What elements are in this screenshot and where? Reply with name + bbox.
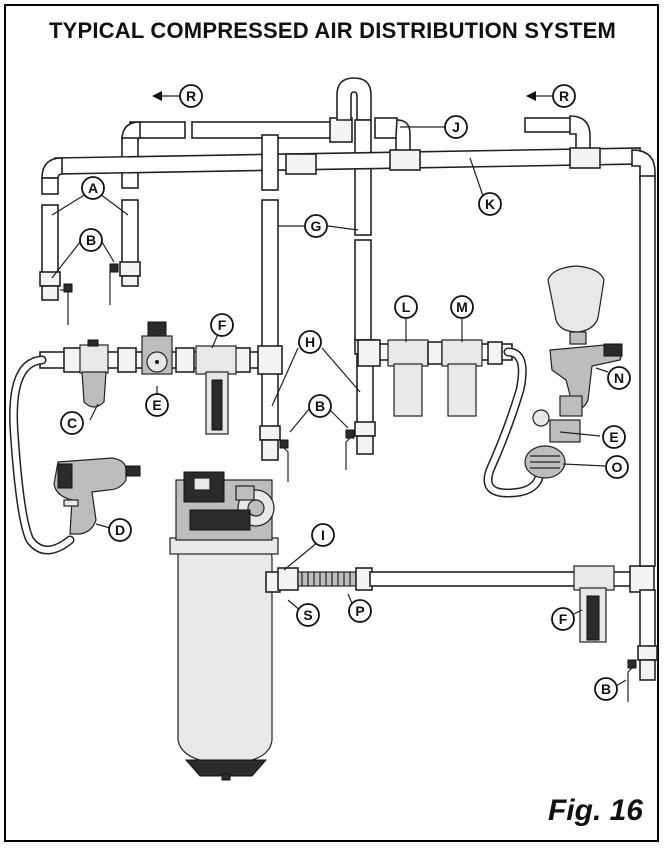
right-lm-branch bbox=[357, 339, 513, 417]
bottom-feed-line bbox=[277, 565, 655, 643]
callout-g: G bbox=[304, 214, 328, 238]
callout-p: P bbox=[348, 599, 372, 623]
svg-text:B: B bbox=[315, 398, 325, 414]
callout-j: J bbox=[444, 115, 468, 139]
spray-gun bbox=[524, 265, 623, 479]
callout-i: I bbox=[311, 523, 335, 547]
callout-n: N bbox=[607, 366, 631, 390]
svg-text:F: F bbox=[559, 611, 568, 627]
svg-text:J: J bbox=[452, 119, 460, 135]
svg-text:P: P bbox=[355, 603, 364, 619]
svg-text:E: E bbox=[609, 429, 618, 445]
left-arrow-icon bbox=[526, 91, 536, 101]
figure-frame bbox=[4, 4, 659, 842]
svg-text:H: H bbox=[305, 334, 315, 350]
svg-text:E: E bbox=[152, 397, 161, 413]
callout-r-right: R bbox=[552, 84, 576, 108]
impact-wrench bbox=[53, 457, 141, 535]
callout-h: H bbox=[298, 330, 322, 354]
svg-text:R: R bbox=[186, 88, 196, 104]
callout-l: L bbox=[394, 295, 418, 319]
svg-text:M: M bbox=[456, 299, 468, 315]
air-hoses bbox=[9, 347, 545, 555]
gooseneck-riser bbox=[336, 77, 372, 341]
callout-f-lower: F bbox=[551, 607, 575, 631]
callout-b-upper-left: B bbox=[79, 228, 103, 252]
svg-text:L: L bbox=[402, 299, 411, 315]
callout-b-center: B bbox=[308, 394, 332, 418]
callout-m: M bbox=[450, 295, 474, 319]
svg-text:I: I bbox=[321, 527, 325, 543]
callout-b-lower-right: B bbox=[594, 677, 618, 701]
svg-text:B: B bbox=[86, 232, 96, 248]
right-upper-branch bbox=[374, 115, 591, 153]
callout-a: A bbox=[81, 176, 105, 200]
callout-c: C bbox=[60, 411, 84, 435]
svg-text:C: C bbox=[67, 415, 77, 431]
upper-header-pipe bbox=[121, 117, 353, 189]
right-vertical-main bbox=[627, 175, 658, 702]
left-arrow-icon bbox=[152, 91, 162, 101]
svg-text:R: R bbox=[559, 88, 569, 104]
svg-text:B: B bbox=[601, 681, 611, 697]
left-frl-branch bbox=[39, 321, 283, 435]
svg-text:S: S bbox=[303, 607, 312, 623]
svg-text:N: N bbox=[614, 370, 624, 386]
svg-text:A: A bbox=[88, 180, 98, 196]
callout-k: K bbox=[478, 192, 502, 216]
callout-s: S bbox=[296, 603, 320, 627]
callout-d: D bbox=[108, 518, 132, 542]
callout-e-left: E bbox=[145, 393, 169, 417]
callout-e-right: E bbox=[602, 425, 626, 449]
figure-label: Fig. 16 bbox=[547, 794, 643, 827]
return-arrows bbox=[152, 91, 553, 101]
drop-legs-a bbox=[39, 177, 141, 325]
diagram-title: TYPICAL COMPRESSED AIR DISTRIBUTION SYST… bbox=[48, 18, 616, 43]
air-compressor bbox=[169, 471, 281, 781]
main-line-k bbox=[41, 147, 656, 181]
svg-text:F: F bbox=[218, 317, 227, 333]
leader-lines bbox=[51, 126, 627, 687]
callout-r-left: R bbox=[179, 84, 203, 108]
callout-o: O bbox=[605, 455, 629, 479]
svg-text:G: G bbox=[311, 218, 322, 234]
callout-f-upper: F bbox=[210, 313, 234, 337]
svg-text:D: D bbox=[115, 522, 125, 538]
svg-text:O: O bbox=[612, 459, 623, 475]
svg-text:K: K bbox=[485, 196, 495, 212]
